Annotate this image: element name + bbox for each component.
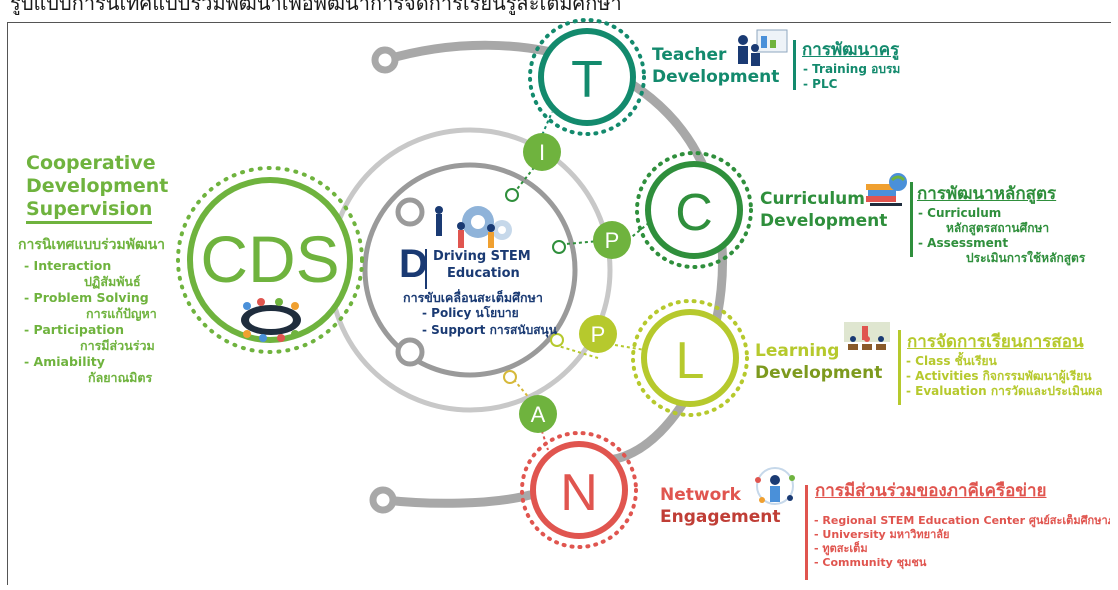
cds-item-th: ปฏิสัมพันธ์: [84, 274, 141, 289]
node-t: T: [528, 18, 646, 136]
node-l-label: L: [676, 332, 705, 390]
curriculum-item-en: - Assessment: [918, 236, 1009, 250]
network-person-icon: [752, 462, 798, 510]
network-item: - Community ชุมชน: [814, 556, 927, 569]
curriculum-items: - Curriculum หลักสูตรสถานศึกษา - Assessm…: [918, 206, 1085, 266]
learning-item: - Activities กิจกรรมพัฒนาผู้เรียน: [906, 369, 1092, 383]
learning-thai-title: การจัดการเรียนการสอน: [907, 332, 1084, 352]
center-items: - Policy นโยบาย - Support การสนับสนุน: [422, 305, 557, 339]
center-thai: การขับเคลื่อนสะเต็มศึกษา: [403, 290, 543, 305]
cds-item-en: - Amiability: [24, 354, 105, 369]
node-l: L: [631, 299, 749, 417]
node-n: N: [520, 431, 638, 549]
node-t-label: T: [571, 51, 603, 109]
curriculum-title-line-2: Development: [760, 211, 888, 231]
center-title-line-2: Education: [447, 266, 520, 281]
network-item: - University มหาวิทยาลัย: [814, 528, 950, 541]
teacher-items: - Training อบรม - PLC: [803, 62, 900, 92]
cds-title-line-1: Cooperative: [26, 152, 156, 174]
learning-item: - Evaluation การวัดและประเมินผล: [906, 384, 1103, 398]
curriculum-item-th: หลักสูตรสถานศึกษา: [946, 221, 1050, 235]
node-p2-label: P: [591, 322, 606, 347]
cds-item-en: - Interaction: [24, 258, 112, 273]
node-i-label: I: [539, 140, 545, 165]
cds-circle: CDS: [176, 166, 364, 354]
cds-item-en: - Participation: [24, 322, 125, 337]
node-p2: P: [579, 315, 617, 353]
center-letter: D: [399, 242, 428, 286]
curriculum-thai-title: การพัฒนาหลักสูตร: [917, 184, 1057, 204]
curriculum-item-th: ประเมินการใช้หลักสูตร: [966, 251, 1086, 265]
diagram-frame: [7, 22, 1111, 585]
books-globe-icon: [862, 170, 908, 210]
teacher-title: Teacher Development: [652, 44, 779, 88]
network-title-line-2: Engagement: [660, 507, 781, 527]
cds-item-th: การมีส่วนร่วม: [80, 338, 155, 353]
cds-item-en: - Problem Solving: [24, 290, 149, 305]
node-p1: P: [593, 221, 631, 259]
learning-item: - Class ชั้นเรียน: [906, 354, 997, 368]
center-divider: [425, 249, 427, 289]
center-title-line-1: Driving STEM: [433, 249, 531, 264]
teacher-thai-title: การพัฒนาครู: [802, 40, 900, 60]
curriculum-title: Curriculum Development: [760, 188, 887, 232]
node-c: C: [635, 151, 753, 269]
network-thai-title: การมีส่วนร่วมของภาคีเครือข่าย: [815, 481, 1047, 501]
top-cut-heading: รูปแบบการนิเทศแบบร่วมพัฒนาเพื่อพัฒนาการจ…: [10, 0, 622, 15]
center-title: Driving STEM Education: [433, 248, 531, 282]
cds-title: Cooperative Development Supervision: [26, 152, 168, 224]
node-c-label: C: [675, 184, 713, 242]
cds-items: - Interaction ปฏิสัมพันธ์ - Problem Solv…: [24, 258, 157, 386]
teacher-item: - Training อบรม: [803, 62, 901, 76]
gears-people-icon: [428, 200, 518, 250]
cds-thai-title: การนิเทศแบบร่วมพัฒนา: [18, 237, 166, 253]
learning-title-line-1: Learning: [755, 341, 840, 361]
center-item: - Policy นโยบาย: [422, 306, 519, 320]
cds-item-th: กัลยาณมิตร: [88, 370, 153, 385]
center-item: - Support การสนับสนุน: [422, 323, 557, 337]
network-items: - Regional STEM Education Center ศูนย์สะ…: [814, 514, 1110, 570]
cds-item-th: การแก้ปัญหา: [86, 306, 157, 321]
cds-title-line-3: Supervision: [26, 198, 153, 224]
node-a-label: A: [531, 402, 546, 427]
network-item: - Regional STEM Education Center ศูนย์สะ…: [814, 514, 1110, 527]
learning-items: - Class ชั้นเรียน - Activities กิจกรรมพั…: [906, 354, 1102, 399]
network-title: Network Engagement: [660, 484, 781, 528]
node-a: A: [519, 395, 557, 433]
node-p1-label: P: [605, 228, 620, 253]
node-n-label: N: [560, 464, 598, 522]
learning-title: Learning Development: [755, 340, 882, 384]
teacher-item: - PLC: [803, 77, 838, 91]
curriculum-item-en: - Curriculum: [918, 206, 1002, 220]
node-i: I: [523, 133, 561, 171]
learning-title-line-2: Development: [755, 363, 883, 383]
teacher-title-line-2: Development: [652, 67, 780, 87]
network-title-line-1: Network: [660, 485, 741, 505]
network-item: - ทูตสะเต็ม: [814, 542, 868, 555]
curriculum-title-line-1: Curriculum: [760, 189, 865, 209]
cds-title-line-2: Development: [26, 175, 169, 197]
meeting-table-icon: [233, 296, 309, 344]
presentation-board-icon: [735, 28, 791, 68]
cds-circle-label: CDS: [200, 222, 339, 296]
classroom-icon: [840, 318, 894, 358]
teacher-title-line-1: Teacher: [652, 45, 727, 65]
